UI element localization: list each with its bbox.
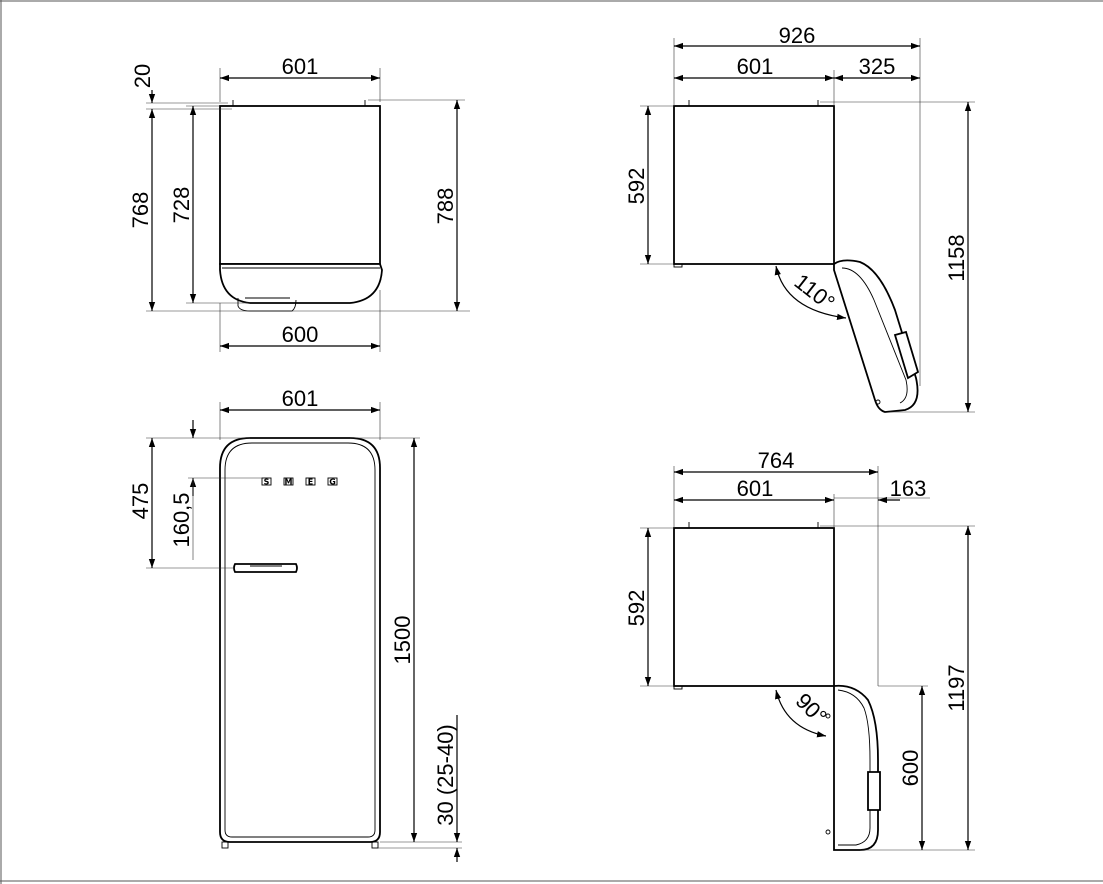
door-110-view: 110° 926 601 325 592 1158 — [624, 23, 975, 413]
dim-label-top-width: 601 — [282, 54, 319, 79]
dim-label-front-width: 601 — [282, 386, 319, 411]
view110-handle — [893, 330, 920, 380]
door-90-view: 90° 764 601 163 592 600 1197 — [624, 448, 975, 851]
dim-label-logo-height: 160,5 — [169, 492, 194, 547]
view90-overhang-label: 163 — [890, 476, 927, 501]
view110-body-width-label: 601 — [737, 54, 774, 79]
front-view-door-outline — [224, 442, 376, 838]
dim-label-total-height: 1500 — [390, 616, 415, 665]
view110-overhang-label: 325 — [859, 54, 896, 79]
view110-door — [833, 259, 919, 413]
view110-door-inner — [841, 267, 908, 404]
view90-angle-arc — [775, 689, 827, 738]
svg-text:M: M — [285, 478, 293, 487]
view90-total-depth-label: 1197 — [944, 664, 969, 711]
front-view-cabinet — [219, 437, 381, 843]
view90-door — [833, 684, 879, 851]
dim-label-depth-body: 728 — [169, 187, 194, 224]
dim-label-bottom-width: 600 — [282, 322, 319, 347]
view90-door-inner — [837, 689, 871, 846]
top-view: 601 20 768 728 788 600 — [128, 54, 470, 352]
front-view-handle — [233, 563, 298, 573]
view90-door-depth-label: 600 — [898, 750, 923, 787]
top-view-door — [219, 263, 383, 304]
view110-total-depth-label: 1158 — [944, 234, 969, 281]
smeg-logo: S M E G — [261, 478, 338, 487]
front-view: S M E G 601 475 160,5 1500 30 (25-40) — [128, 386, 462, 862]
view90-total-width-label: 764 — [758, 448, 795, 473]
view110-body-depth-label: 592 — [624, 168, 649, 205]
view110-angle-arc — [774, 265, 847, 320]
view110-angle-label: 110° — [790, 269, 840, 316]
svg-text:E: E — [308, 478, 313, 487]
front-view-foot-right — [371, 841, 379, 849]
view110-cabinet — [673, 105, 835, 265]
svg-text:G: G — [329, 478, 336, 487]
dim-label-depth-right: 788 — [433, 188, 458, 225]
dim-label-handle-height: 475 — [128, 483, 153, 520]
front-view-foot-left — [221, 841, 229, 849]
view90-body-width-label: 601 — [737, 476, 774, 501]
view90-body-depth-label: 592 — [624, 590, 649, 627]
view90-handle — [867, 771, 881, 811]
dim-label-feet-height: 30 (25-40) — [433, 724, 458, 826]
dim-label-depth-left: 768 — [128, 192, 153, 229]
view90-cabinet — [673, 527, 835, 687]
dim-label-height-small: 20 — [130, 64, 155, 88]
svg-text:S: S — [264, 478, 270, 487]
view110-total-width-label: 926 — [779, 23, 816, 48]
top-view-cabinet — [219, 105, 381, 265]
